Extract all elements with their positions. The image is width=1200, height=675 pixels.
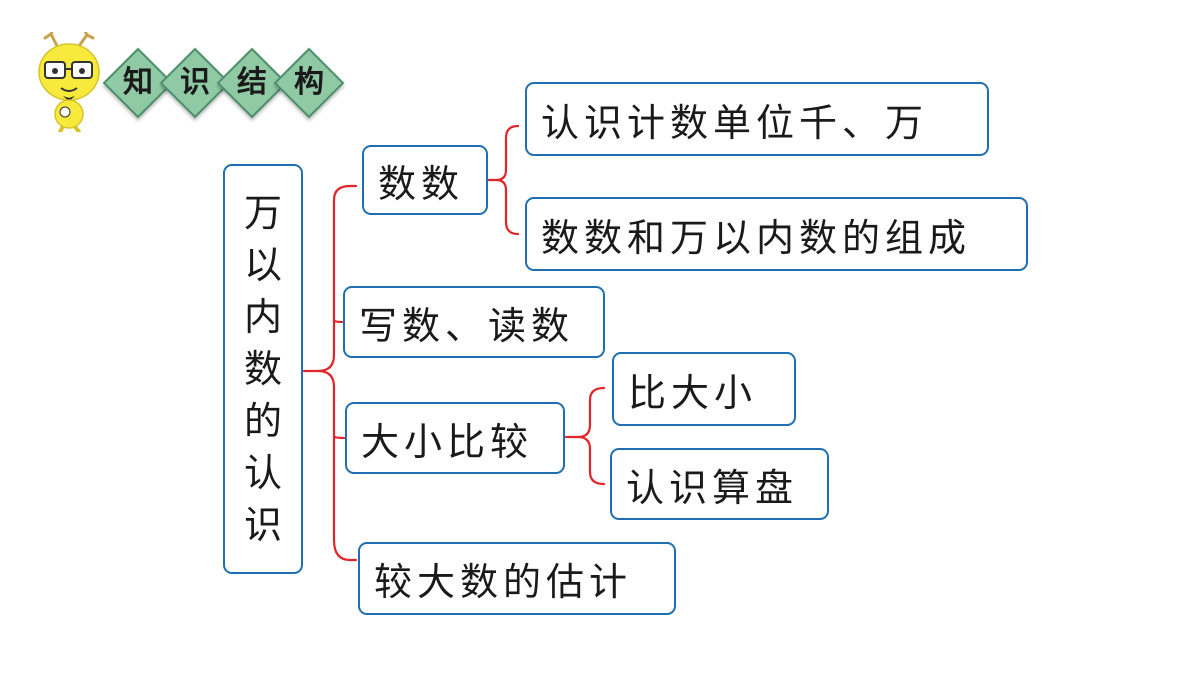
root-char-7: 识 (243, 503, 282, 547)
root-char-6: 认 (243, 451, 282, 495)
root-to-daxiao (332, 434, 346, 440)
node-xieshu-dushu: 写数、读数 (343, 286, 605, 358)
shushu-bracket (486, 124, 520, 182)
root-char-4: 数 (243, 347, 282, 391)
root-bracket-lower (316, 369, 358, 562)
node-jishu-danwei: 认识计数单位千、万 (525, 82, 989, 156)
node-suanpan: 认识算盘 (610, 448, 829, 520)
node-daxiao-bijiao: 大小比较 (345, 402, 565, 474)
node-shushu: 数数 (362, 145, 488, 215)
node-guji: 较大数的估计 (358, 542, 676, 615)
header-tag-3: 结 (237, 65, 267, 100)
header-tag-4: 构 (294, 65, 324, 100)
node-bi-daxiao: 比大小 (612, 352, 796, 426)
root-node: 万 以 内 数 的 认 识 (223, 164, 303, 574)
header-tag-2: 识 (180, 65, 210, 100)
shushu-bracket-lower (494, 178, 520, 236)
mascot-icon (38, 32, 100, 132)
root-char-5: 的 (243, 399, 282, 443)
root-to-xieshu (332, 318, 344, 324)
daxiao-bracket (564, 386, 606, 439)
root-bracket (302, 184, 358, 373)
node-zucheng: 数数和万以内数的组成 (525, 197, 1028, 271)
root-char-1: 万 (243, 191, 282, 235)
header-tag-1: 知 (123, 65, 153, 100)
root-char-2: 以 (243, 243, 282, 287)
root-char-3: 内 (243, 295, 282, 339)
daxiao-bracket-lower (576, 435, 606, 486)
